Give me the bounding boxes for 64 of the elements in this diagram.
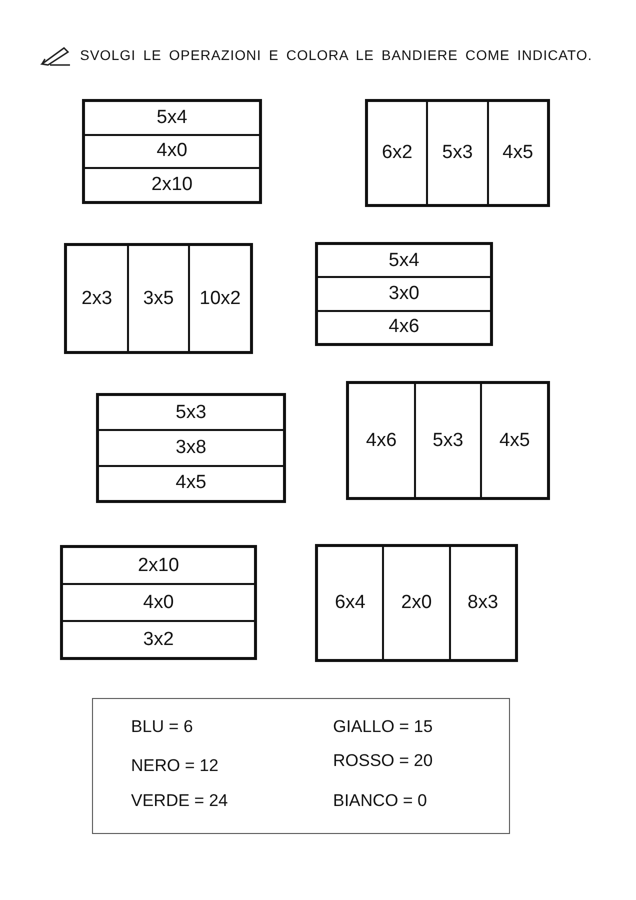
flag-stripe [128,245,190,352]
color-key-text: BIANCO = 0 [333,791,428,811]
flag-stripe [414,383,482,498]
flag-outline [315,242,493,346]
color-key-text: ROSSO = 20 [333,751,433,771]
flag-stripe [481,383,548,498]
flag-stripe [98,430,284,466]
flag-stripe [348,383,415,498]
key-box [92,698,510,834]
flag-stripe [98,466,284,501]
multiplication-text: 4x6 [366,430,397,452]
multiplication-text: 3x0 [388,282,420,305]
multiplication-text: 4x0 [143,592,174,614]
flag-stripe [450,546,516,660]
multiplication-text: 5x3 [442,142,473,164]
flag-stripe [383,546,450,660]
multiplication-text: 4x6 [388,316,420,338]
multiplication-text: 2x10 [138,554,180,576]
flag-outline [346,381,550,500]
multiplication-text: 6x4 [334,592,366,614]
flag-outline [82,99,262,204]
flag-stripe [62,547,255,584]
multiplication-text: 2x3 [82,288,112,310]
color-key-text: VERDE = 24 [131,791,228,811]
flag-outline [315,544,518,662]
multiplication-text: 5x4 [388,250,420,272]
multiplication-text: 5x3 [176,402,206,424]
flag-stripe [84,168,260,202]
flag-stripe [317,244,491,278]
color-key-text: GIALLO = 15 [333,717,433,737]
multiplication-text: 4x5 [499,430,530,452]
multiplication-text: 3x5 [143,288,174,310]
flag-stripe [367,101,428,205]
flag-stripe [98,395,284,430]
color-key-text: NERO = 12 [131,756,218,776]
multiplication-text: 5x4 [156,106,188,129]
multiplication-text: 6x2 [382,142,412,164]
multiplication-text: 2x10 [151,174,193,196]
multiplication-text: 3x8 [176,436,206,459]
multiplication-text: 5x3 [432,430,464,452]
flag-outline [365,99,550,207]
flag-stripe [62,584,255,621]
multiplication-text: 10x2 [200,288,241,310]
flag-stripe [84,101,260,135]
flag-stripe [66,245,128,352]
flag-stripe [488,101,548,205]
multiplication-text: 4x0 [156,140,188,162]
flag-stripe [189,245,251,352]
flag-outline [64,243,253,354]
flag-outline [96,393,286,503]
multiplication-text: 4x5 [502,142,534,164]
flag-stripe [62,621,255,658]
multiplication-text: 4x5 [176,472,206,494]
instruction-text: SVOLGI LE OPERAZIONI E COLORA LE BANDIERE COME INDICATO. [80,47,592,63]
flag-stripe [317,546,384,660]
flag-stripe [427,101,488,205]
flag-stripe [84,134,260,168]
flag-stripe [317,277,491,311]
flag-stripe [317,310,491,344]
multiplication-text: 8x3 [468,592,498,614]
flag-outline [60,545,257,660]
multiplication-text: 2x0 [401,592,432,614]
multiplication-text: 3x2 [143,628,174,650]
color-key-text: BLU = 6 [131,717,193,737]
